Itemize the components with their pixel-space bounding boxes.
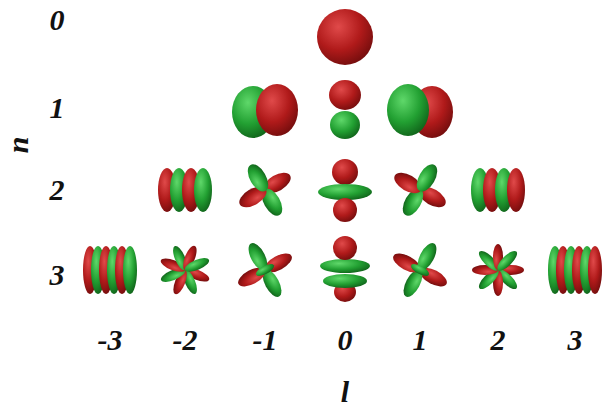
orbital-shape: [548, 246, 602, 294]
red-lobe: [507, 168, 525, 212]
orbital-shape: [471, 168, 525, 212]
axis-title: l: [341, 377, 349, 407]
red-lobe: [329, 80, 361, 110]
green-lobe: [409, 262, 430, 278]
green-lobe: [494, 248, 519, 273]
orbital-shape: [387, 84, 453, 138]
column-number: 2: [491, 325, 506, 355]
column-number: -2: [173, 325, 198, 355]
green-lobe: [413, 161, 442, 195]
orbital-shape: [329, 80, 361, 139]
red-lobe: [588, 246, 602, 294]
red-lobe: [333, 198, 357, 222]
green-lobe: [318, 184, 372, 200]
red-lobe: [256, 84, 298, 136]
orbital-shape: [158, 168, 212, 212]
orbital-shape: [472, 244, 524, 296]
red-lobe: [317, 9, 373, 65]
axis-title: n: [3, 137, 33, 154]
row-number: 1: [50, 93, 65, 123]
green-lobe: [194, 168, 212, 212]
row-number: 3: [50, 260, 65, 290]
orbital-shape: [320, 236, 370, 302]
row-number: 2: [50, 175, 65, 205]
green-lobe: [320, 259, 370, 273]
red-lobe: [333, 236, 357, 260]
column-number: -1: [253, 325, 278, 355]
orbital-shape: [236, 161, 294, 219]
green-lobe: [254, 262, 275, 278]
green-lobe: [323, 274, 367, 288]
column-number: 0: [338, 325, 353, 355]
orbital-shape: [318, 159, 372, 222]
red-lobe: [332, 159, 358, 185]
row-number: 0: [50, 5, 65, 35]
green-lobe: [123, 246, 137, 294]
green-lobe: [387, 84, 429, 136]
column-number: -3: [98, 325, 123, 355]
orbital-shape: [235, 240, 295, 300]
orbital-shape: [317, 9, 373, 65]
green-lobe: [244, 161, 273, 195]
column-number: 3: [568, 325, 583, 355]
green-lobe: [183, 255, 211, 274]
column-number: 1: [413, 325, 428, 355]
green-lobe: [330, 111, 360, 139]
orbital-shape: [159, 244, 211, 296]
orbital-shape: [83, 246, 137, 294]
orbital-shape: [390, 240, 450, 300]
orbital-shape: [391, 161, 449, 219]
orbital-shape: [232, 84, 298, 138]
